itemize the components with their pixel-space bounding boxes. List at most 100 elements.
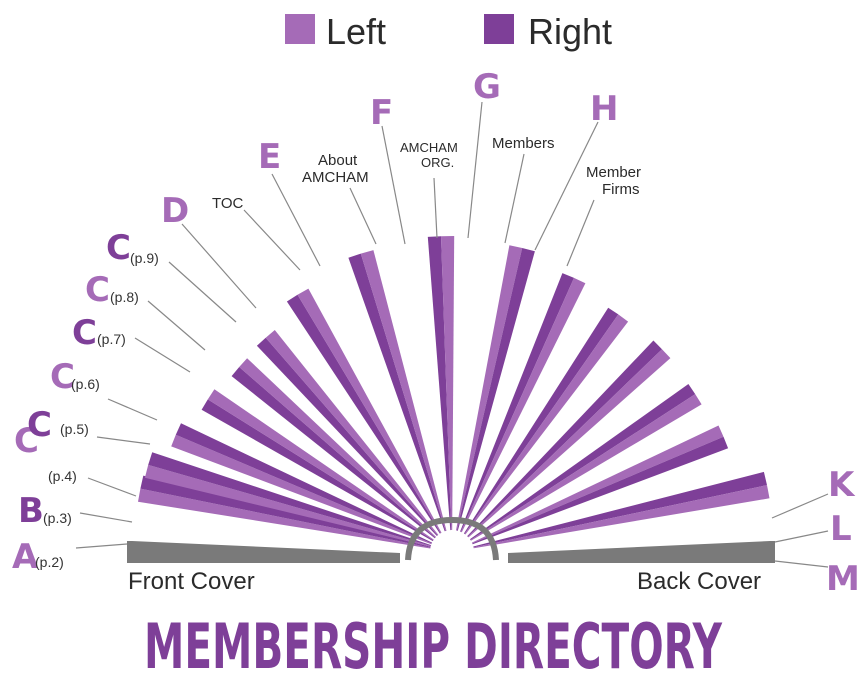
leader-a bbox=[75, 543, 128, 549]
page-2-lower bbox=[148, 452, 432, 546]
page-label-p9: (p.9) bbox=[130, 250, 159, 266]
page-8-upper bbox=[348, 253, 446, 532]
page-15-upper bbox=[471, 425, 724, 544]
letter-c-p5a: C bbox=[14, 421, 39, 461]
page-title: MEMBERSHIP DIRECTORY bbox=[144, 610, 723, 675]
back-cover bbox=[508, 541, 775, 563]
leader-e bbox=[271, 173, 321, 267]
front-cover bbox=[127, 541, 400, 563]
page-labels: (p.2) (p.3) (p.4) (p.5) (p.6) (p.7) (p.8… bbox=[35, 250, 159, 570]
page-4-lower bbox=[207, 389, 434, 541]
section-labels: TOC About AMCHAM AMCHAM ORG. Members Mem… bbox=[212, 135, 641, 212]
page-label-p3: (p.3) bbox=[43, 510, 72, 526]
letter-c-p8: C bbox=[85, 270, 110, 310]
legend-left-label: Left bbox=[326, 11, 386, 52]
legend-right-swatch bbox=[484, 14, 514, 44]
leader-g bbox=[467, 101, 483, 239]
letter-e: E bbox=[258, 137, 281, 177]
page-label-p6: (p.6) bbox=[71, 376, 100, 392]
letter-l: L bbox=[830, 509, 852, 549]
page-11-upper bbox=[460, 273, 574, 532]
page-label-p4: (p.4) bbox=[48, 468, 77, 484]
leader-p6 bbox=[107, 398, 158, 421]
section-label-about-line2: AMCHAM bbox=[302, 169, 369, 186]
page-fan bbox=[138, 236, 770, 549]
letter-h: H bbox=[590, 89, 618, 129]
page-2-upper bbox=[144, 464, 431, 547]
section-label-about-line1: About bbox=[318, 152, 358, 169]
page-label-p7: (p.7) bbox=[97, 331, 126, 347]
page-14-upper bbox=[469, 384, 696, 540]
letter-b: B bbox=[18, 491, 44, 531]
page-13-upper bbox=[467, 340, 662, 537]
letter-c-p6: C bbox=[50, 357, 75, 397]
book-spine bbox=[405, 516, 499, 561]
leader-h bbox=[534, 121, 599, 251]
section-label-members: Members bbox=[492, 135, 555, 152]
legend: Left Right bbox=[285, 11, 612, 52]
section-letters: A B C C C C C C D E F G H K L M bbox=[12, 67, 860, 599]
letter-g: G bbox=[473, 67, 501, 107]
page-6-lower bbox=[265, 330, 439, 536]
leader-p5 bbox=[96, 436, 151, 445]
page-label-p2: (p.2) bbox=[35, 554, 64, 570]
page-label-p5: (p.5) bbox=[60, 421, 89, 437]
page-4-upper bbox=[201, 399, 434, 542]
section-label-firms-line2: Firms bbox=[602, 181, 640, 198]
page-16-upper bbox=[473, 471, 767, 548]
leader-firms bbox=[566, 199, 595, 267]
leader-l bbox=[774, 530, 829, 543]
leader-f bbox=[381, 125, 406, 245]
letter-d: D bbox=[161, 191, 189, 231]
leader-p4 bbox=[87, 477, 137, 497]
letter-c-p7: C bbox=[72, 313, 97, 353]
letter-f: F bbox=[370, 93, 393, 133]
page-11-lower bbox=[460, 277, 586, 533]
page-9-lower bbox=[441, 236, 455, 530]
legend-right-label: Right bbox=[528, 11, 612, 52]
page-7-lower bbox=[297, 288, 442, 534]
front-cover-label: Front Cover bbox=[128, 568, 255, 595]
letter-c-p9: C bbox=[106, 228, 131, 268]
letter-k: K bbox=[828, 465, 856, 505]
page-label-p8: (p.8) bbox=[110, 289, 139, 305]
section-label-org-line1: AMCHAM bbox=[400, 140, 458, 155]
leader-org bbox=[433, 177, 438, 239]
page-13-lower bbox=[467, 349, 671, 538]
page-6-upper bbox=[256, 337, 438, 536]
letter-a: A bbox=[12, 537, 39, 577]
back-cover-label: Back Cover bbox=[637, 568, 761, 595]
leader-k bbox=[771, 493, 829, 519]
leader-p9 bbox=[168, 261, 237, 323]
leader-p7 bbox=[134, 337, 191, 373]
page-16-lower bbox=[473, 485, 770, 549]
page-8-lower bbox=[360, 250, 447, 531]
leader-members bbox=[504, 153, 525, 244]
letter-c-p5b: C bbox=[27, 405, 52, 445]
section-label-toc: TOC bbox=[212, 195, 244, 212]
page-10-lower bbox=[456, 248, 535, 531]
leader-p3 bbox=[79, 512, 133, 523]
leader-m bbox=[774, 560, 829, 568]
page-15-lower bbox=[472, 436, 729, 545]
leader-toc bbox=[243, 209, 301, 271]
page-3-upper bbox=[171, 434, 432, 545]
page-12-upper bbox=[463, 307, 619, 534]
legend-left-swatch bbox=[285, 14, 315, 44]
page-9-upper bbox=[427, 236, 452, 531]
leader-about bbox=[349, 187, 377, 245]
leader-p8 bbox=[147, 300, 206, 351]
page-12-lower bbox=[464, 314, 629, 535]
page-10-upper bbox=[456, 245, 523, 531]
page-14-lower bbox=[470, 394, 702, 541]
page-1-upper bbox=[138, 488, 431, 549]
leader-lines bbox=[75, 101, 829, 568]
letter-m: M bbox=[826, 559, 860, 599]
page-5-lower bbox=[239, 358, 436, 538]
section-label-org-line2: ORG. bbox=[421, 155, 454, 170]
page-5-upper bbox=[231, 367, 436, 539]
page-3-lower bbox=[175, 423, 433, 544]
section-label-firms-line1: Member bbox=[586, 164, 641, 181]
page-7-upper bbox=[286, 294, 441, 534]
